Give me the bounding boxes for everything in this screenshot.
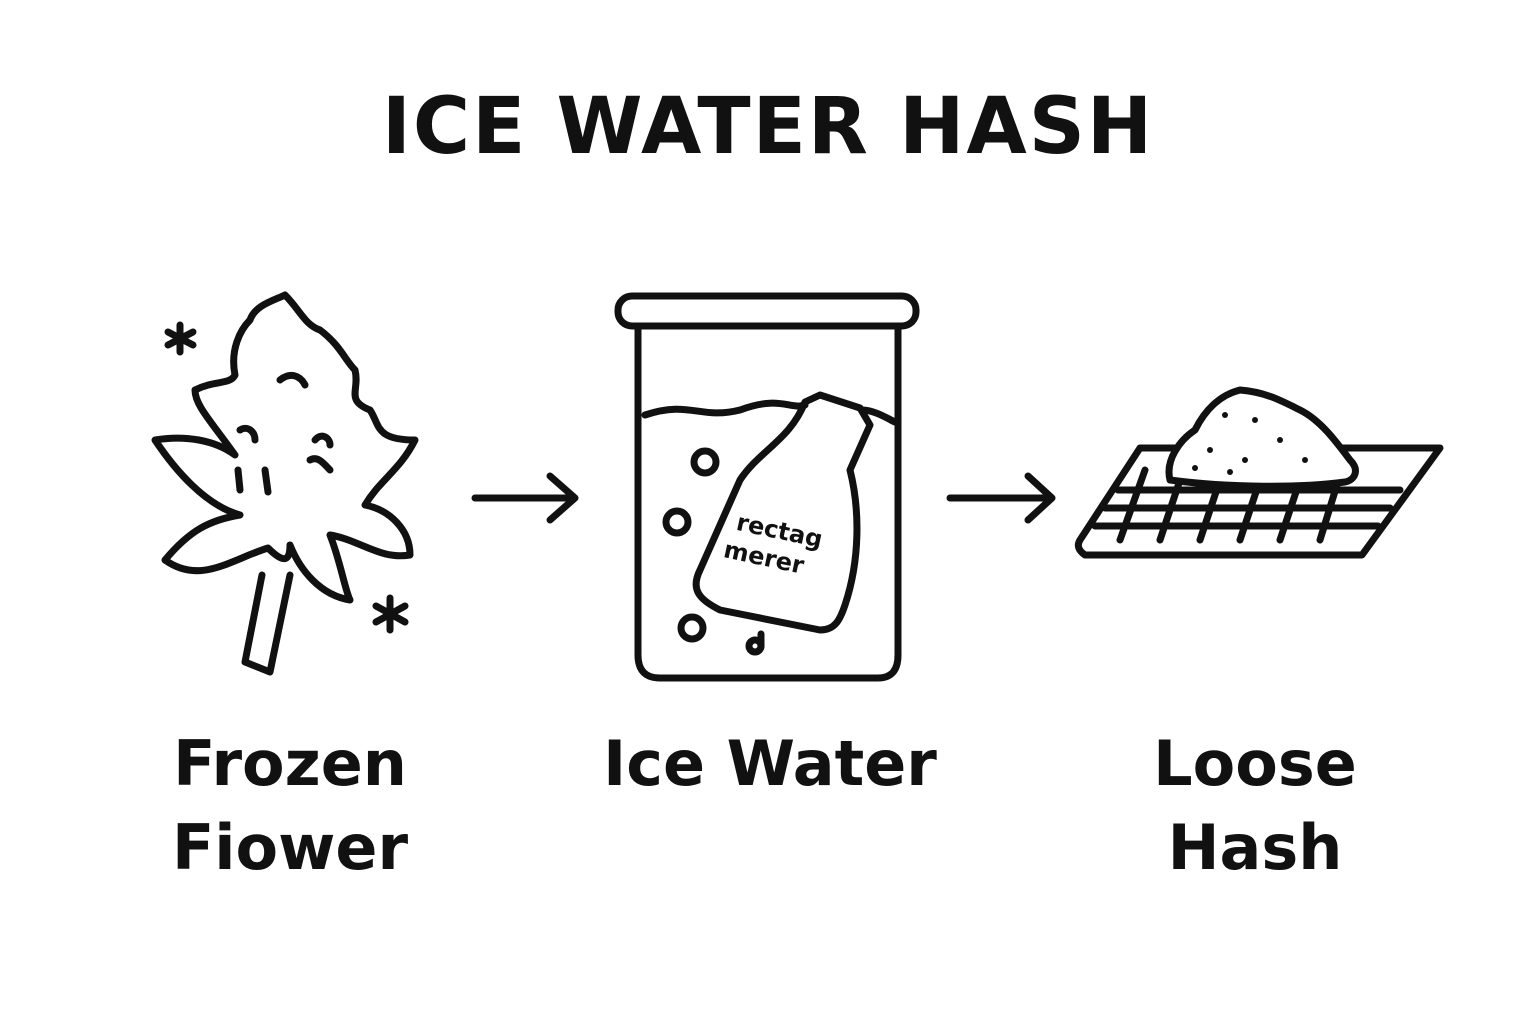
diagram-title: ICE WATER HASH [381,82,1155,172]
step-label-line1: Frozen [173,727,407,800]
step-label-line2: Fiower [171,811,409,884]
step-label-frozen-flower: Frozen Fiower [130,722,450,890]
step-label-line1: Ice Water [603,727,937,800]
step-label-loose-hash: Loose Hash [1100,722,1410,890]
hash-on-screen-icon [1074,386,1444,559]
step-label-line2: Hash [1167,811,1343,884]
arrow-right-icon [946,472,1056,524]
step-label-ice-water: Ice Water [570,722,970,806]
cannabis-leaf-icon [151,291,419,676]
step-label-line1: Loose [1153,727,1357,800]
arrow-right-icon [471,472,579,524]
water-jar-icon: rectag merer [614,292,920,682]
